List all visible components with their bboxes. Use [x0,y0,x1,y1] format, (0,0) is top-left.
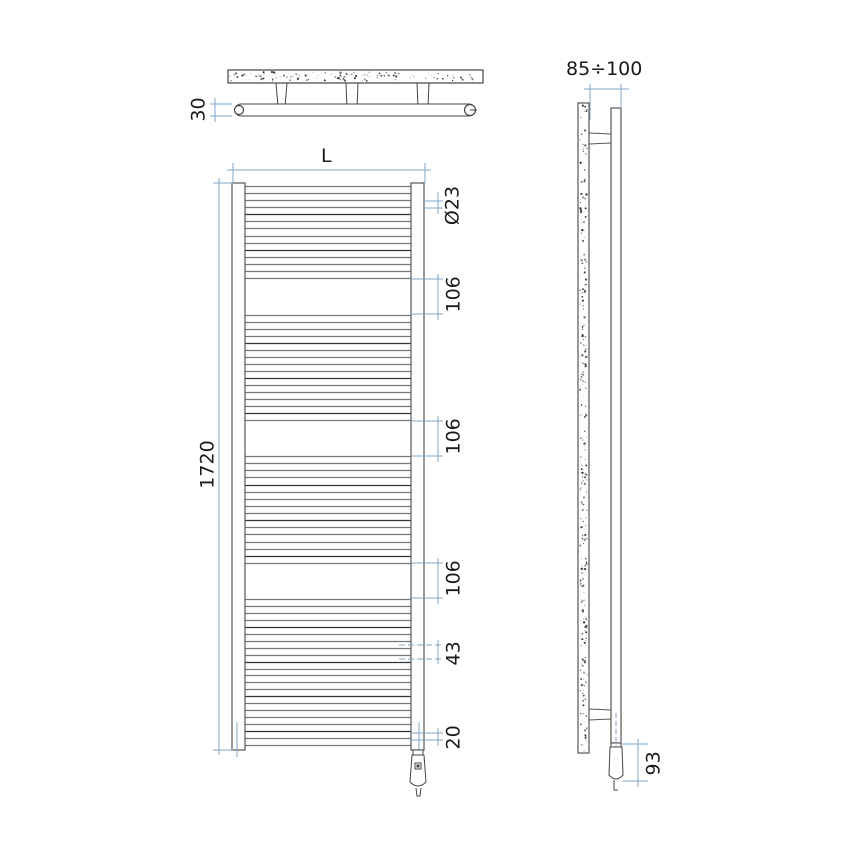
collector-left [233,104,245,116]
side-brackets [588,132,612,721]
dim-93 [622,739,648,787]
horizontal-bars [245,185,411,747]
label-gap-106-2: 106 [442,418,465,455]
front-view [213,163,443,797]
dim-1720 [213,178,233,755]
dim-106-c [411,558,443,604]
dim-43 [399,644,443,660]
label-gap-106-1: 106 [442,276,465,313]
radiator-profile [610,107,622,744]
wall-brackets-top [275,82,430,108]
right-collector [410,182,425,751]
label-heater-93: 93 [642,751,665,776]
label-gap-106-3: 106 [442,560,465,597]
electric-heater-front [409,749,427,797]
label-width-L: L [321,145,332,167]
dim-wall-distance [584,84,629,120]
top-tube [234,103,476,117]
wall-section [577,102,590,754]
top-view [210,69,484,122]
label-height-1720: 1720 [196,440,219,489]
label-offset-20: 20 [442,725,465,750]
left-collector [231,182,246,751]
wall-texture [229,70,474,82]
dim-106-b [411,416,443,462]
label-diameter: Ø23 [441,185,464,226]
side-view [577,84,648,791]
label-pitch-43: 43 [442,641,465,666]
label-wall-distance: 85÷100 [566,58,643,80]
dim-30 [210,98,232,122]
dim-diameter [424,192,443,214]
electric-heater-side [608,742,624,791]
dim-106-a [411,274,443,320]
dim-L [227,163,431,183]
label-depth-30: 30 [187,97,210,122]
wall-texture-side [579,104,588,752]
